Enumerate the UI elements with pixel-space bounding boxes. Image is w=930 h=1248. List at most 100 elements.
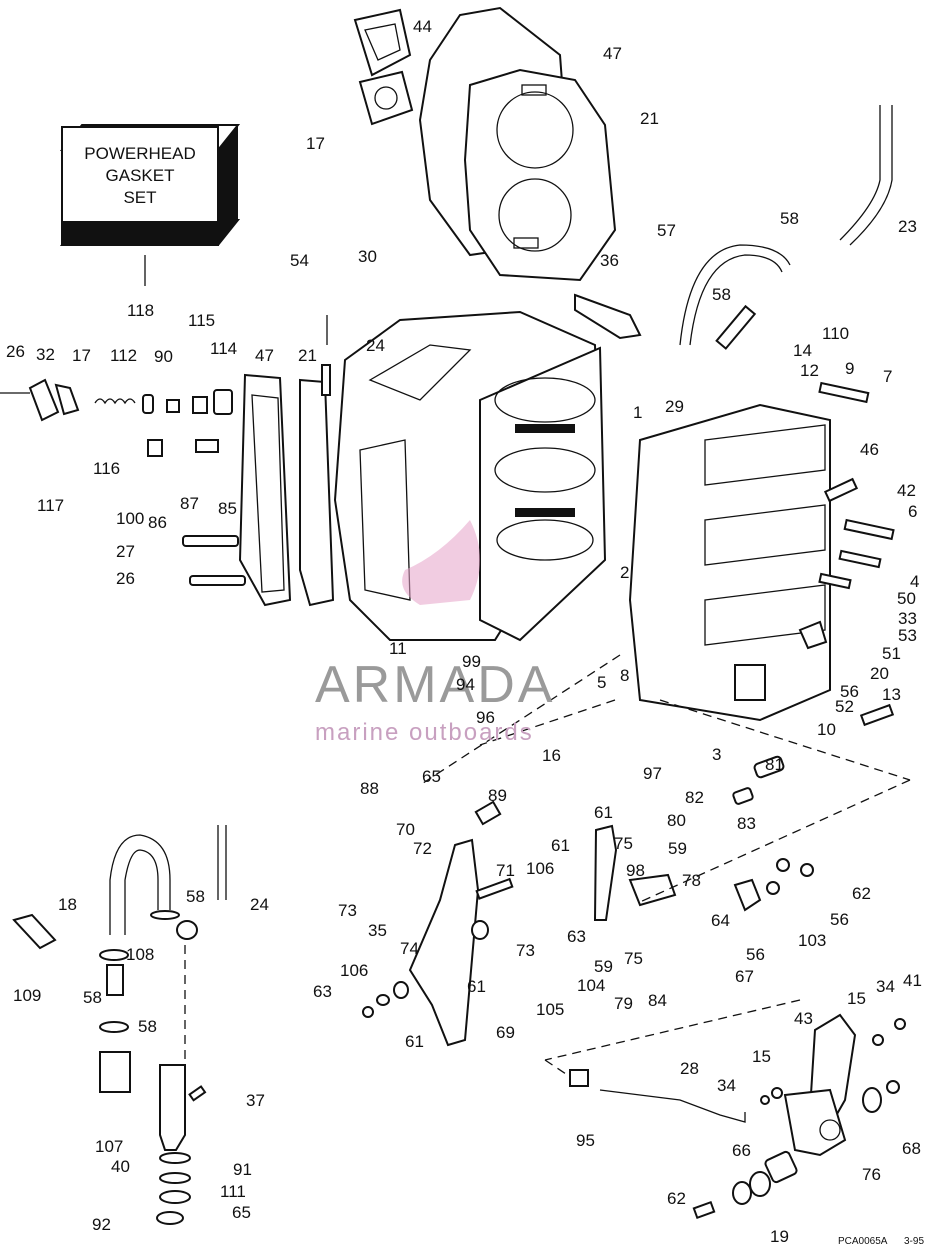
callout-c8: 8 [620,666,629,685]
callout-c82: 82 [685,788,704,807]
tiller-lever-assembly [569,1013,906,1220]
callout-c28: 28 [680,1059,699,1078]
cylinder-head-group [353,6,617,282]
callout-c92: 92 [92,1215,111,1234]
callout-c62a: 62 [852,884,871,903]
callout-c6: 6 [908,502,917,521]
callout-c115: 115 [188,311,215,330]
callout-c5: 5 [597,673,606,692]
callout-c118: 118 [127,301,154,320]
callout-c36: 36 [600,251,619,270]
callout-c26a: 26 [6,342,25,361]
callout-c112: 112 [110,346,137,365]
callout-c94: 94 [456,675,475,694]
callout-c76: 76 [862,1165,881,1184]
callout-c41: 41 [903,971,922,990]
callout-c42: 42 [897,481,916,500]
callout-c110: 110 [822,324,849,343]
callout-c79: 79 [614,994,633,1013]
exhaust-cover-group [238,315,335,607]
callout-c63b: 63 [313,982,332,1001]
callout-c91: 91 [233,1160,252,1179]
callout-c43: 43 [794,1009,813,1028]
watermark-brand: ARMADA [315,656,555,714]
callout-c117: 117 [37,496,64,515]
callout-c37: 37 [246,1091,265,1110]
callout-c65a: 65 [422,767,441,786]
armada-watermark: ARMADA marine outboards [315,520,555,746]
gasket-box-line-1: POWERHEAD [84,144,195,163]
callout-c47a: 47 [603,44,622,63]
callout-c54: 54 [290,251,309,270]
callout-c24a: 24 [366,336,385,355]
callout-c74: 74 [400,939,419,958]
callout-c9: 9 [845,359,854,378]
drawing-date: 3-95 [904,1236,924,1247]
callout-c71: 71 [496,861,515,880]
callout-c15a: 15 [847,989,866,1008]
callout-c75b: 75 [624,949,643,968]
callout-c98: 98 [626,861,645,880]
callout-c80: 80 [667,811,686,830]
callout-c81: 81 [765,755,784,774]
callout-c14: 14 [793,341,812,360]
callout-c30: 30 [358,247,377,266]
callout-c56c: 56 [746,945,765,964]
callout-c19: 19 [770,1227,789,1246]
callout-c107: 107 [95,1137,123,1156]
callout-c99: 99 [462,652,481,671]
callout-c65b: 65 [232,1203,251,1222]
callout-c34b: 34 [717,1076,736,1095]
callout-c11: 11 [389,639,407,658]
callout-c70: 70 [396,820,415,839]
callout-c61a: 61 [594,803,613,822]
callout-c59a: 59 [668,839,687,858]
callout-c95: 95 [576,1131,595,1150]
bolts-right [798,381,895,727]
throttle-linkage [362,755,814,1047]
callout-c33: 33 [898,609,917,628]
callout-c46: 46 [860,440,879,459]
callout-c52: 52 [835,697,854,716]
dashed-leader-lines [184,654,911,1081]
callout-c61c: 61 [467,977,486,996]
callout-c69: 69 [496,1023,515,1042]
callout-c51: 51 [882,644,901,663]
callout-c57: 57 [657,221,676,240]
callout-c84: 84 [648,991,667,1010]
callout-c68: 68 [902,1139,921,1158]
powerhead-gasket-set-box: POWERHEAD GASKET SET [59,124,241,286]
callout-c27: 27 [116,542,135,561]
callout-c87: 87 [180,494,199,513]
intake-manifold [628,403,831,722]
callout-c97: 97 [643,764,662,783]
callout-c106a: 106 [526,859,554,878]
watermark-tagline: marine outboards [315,719,534,746]
callout-c47b: 47 [255,346,274,365]
callout-c58a: 58 [780,209,799,228]
callout-c108: 108 [126,945,154,964]
callout-c78: 78 [682,871,701,890]
callout-c90: 90 [154,347,173,366]
callout-c111: 111 [220,1182,246,1201]
callout-c73b: 73 [516,941,535,960]
callout-c50: 50 [897,589,916,608]
bypass-cover-parts [0,378,246,586]
callout-c61d: 61 [405,1032,424,1051]
crankcase-block [333,310,607,642]
callout-c20: 20 [870,664,889,683]
callout-c21a: 21 [640,109,659,128]
callout-c23: 23 [898,217,917,236]
fitting-assembly [12,825,227,1225]
callout-c86: 86 [148,513,167,532]
callout-c106b: 106 [340,961,368,980]
callout-c56b: 56 [830,910,849,929]
callout-c15b: 15 [752,1047,771,1066]
callout-c105: 105 [536,1000,564,1019]
callout-c17b: 17 [72,346,91,365]
callout-c58d: 58 [83,988,102,1007]
callout-c88: 88 [360,779,379,798]
callout-c53: 53 [898,626,917,645]
